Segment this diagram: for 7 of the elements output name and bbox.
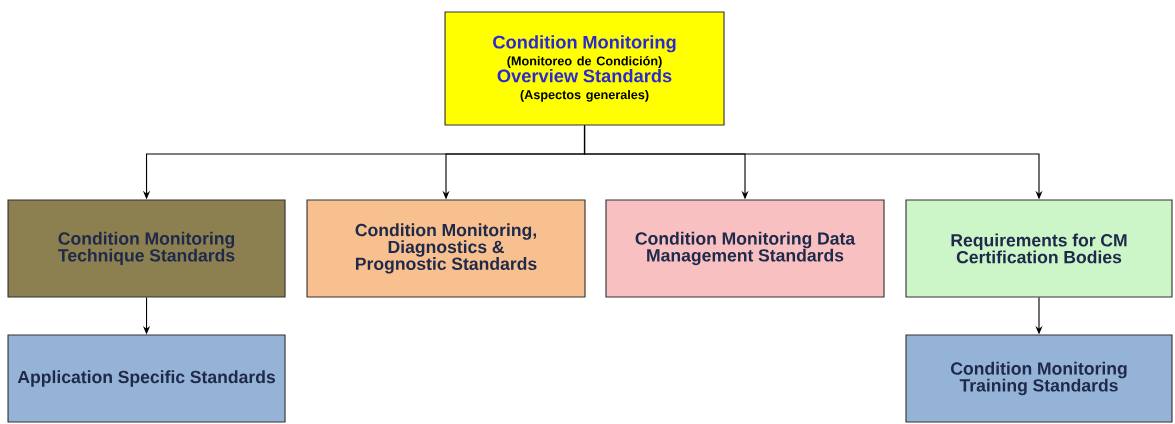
standard-box: Application Specific Standards <box>7 334 286 423</box>
standard-box: Condition Monitoring Data Management Standards <box>605 199 885 298</box>
standard-box: Condition Monitoring Training Standards <box>905 334 1173 423</box>
standard-box: Condition Monitoring Technique Standards <box>7 199 286 298</box>
heading-box: Condition Monitoring (Monitoreo de Condición) Overview Standards (Aspectos generales) <box>444 11 725 126</box>
standard-box: Requirements for CM Certification Bodies <box>905 199 1173 298</box>
standard-box: Condition Monitoring, Diagnostics & Prognostic Standards <box>306 199 586 298</box>
